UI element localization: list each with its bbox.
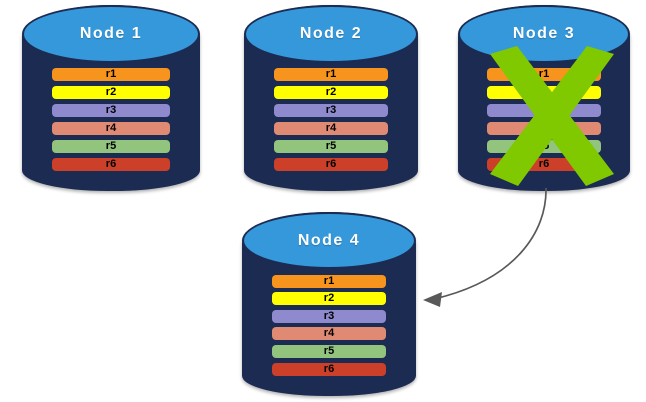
node-4-row-r6[interactable]: r6 — [271, 362, 387, 376]
node-2-rows: r1 r2 r3 r4 r5 r6 — [273, 68, 389, 171]
node-1-row-r3[interactable]: r3 — [52, 103, 170, 117]
node-1-row-r5[interactable]: r5 — [52, 139, 170, 153]
node-3-row-r6[interactable]: r6 — [487, 157, 601, 171]
node-1[interactable]: Node 1 r1 r2 r3 r4 r5 r6 — [22, 5, 200, 191]
node-2-cylinder-top — [244, 5, 418, 63]
arrow-head-icon — [423, 292, 442, 307]
node-3[interactable]: Node 3 r1 r2 r3 r4 r5 r6 — [458, 5, 630, 191]
node-3-rows: r1 r2 r3 r4 r5 r6 — [487, 68, 601, 171]
node-4-row-r3[interactable]: r3 — [271, 309, 387, 323]
node-2[interactable]: Node 2 r1 r2 r3 r4 r5 r6 — [244, 5, 418, 191]
node-1-cylinder-top — [22, 5, 200, 63]
node-3-row-r3[interactable]: r3 — [487, 103, 601, 117]
node-1-row-r6[interactable]: r6 — [52, 157, 170, 171]
node-1-row-r1[interactable]: r1 — [52, 68, 170, 82]
arrow-curve-path — [433, 187, 547, 300]
node-2-row-r3[interactable]: r3 — [273, 103, 389, 117]
node-4-cylinder-top — [242, 212, 416, 270]
node-1-row-r2[interactable]: r2 — [52, 86, 170, 100]
node-3-cylinder-top — [458, 5, 630, 63]
node-4-row-r4[interactable]: r4 — [271, 327, 387, 341]
node-3-row-r4[interactable]: r4 — [487, 121, 601, 135]
node-2-row-r1[interactable]: r1 — [273, 68, 389, 82]
node-2-row-r5[interactable]: r5 — [273, 139, 389, 153]
node-4-row-r1[interactable]: r1 — [271, 274, 387, 288]
node-2-row-r2[interactable]: r2 — [273, 86, 389, 100]
node-2-row-r4[interactable]: r4 — [273, 121, 389, 135]
node-4-row-r5[interactable]: r5 — [271, 345, 387, 359]
node-4[interactable]: Node 4 r1 r2 r3 r4 r5 r6 — [242, 212, 416, 396]
node-2-row-r6[interactable]: r6 — [273, 157, 389, 171]
node-4-rows: r1 r2 r3 r4 r5 r6 — [271, 274, 387, 376]
node-4-row-r2[interactable]: r2 — [271, 292, 387, 306]
node-3-row-r2[interactable]: r2 — [487, 86, 601, 100]
node-3-row-r1[interactable]: r1 — [487, 68, 601, 82]
node-1-row-r4[interactable]: r4 — [52, 121, 170, 135]
node-1-rows: r1 r2 r3 r4 r5 r6 — [52, 68, 170, 171]
node-3-row-r5[interactable]: r5 — [487, 139, 601, 153]
